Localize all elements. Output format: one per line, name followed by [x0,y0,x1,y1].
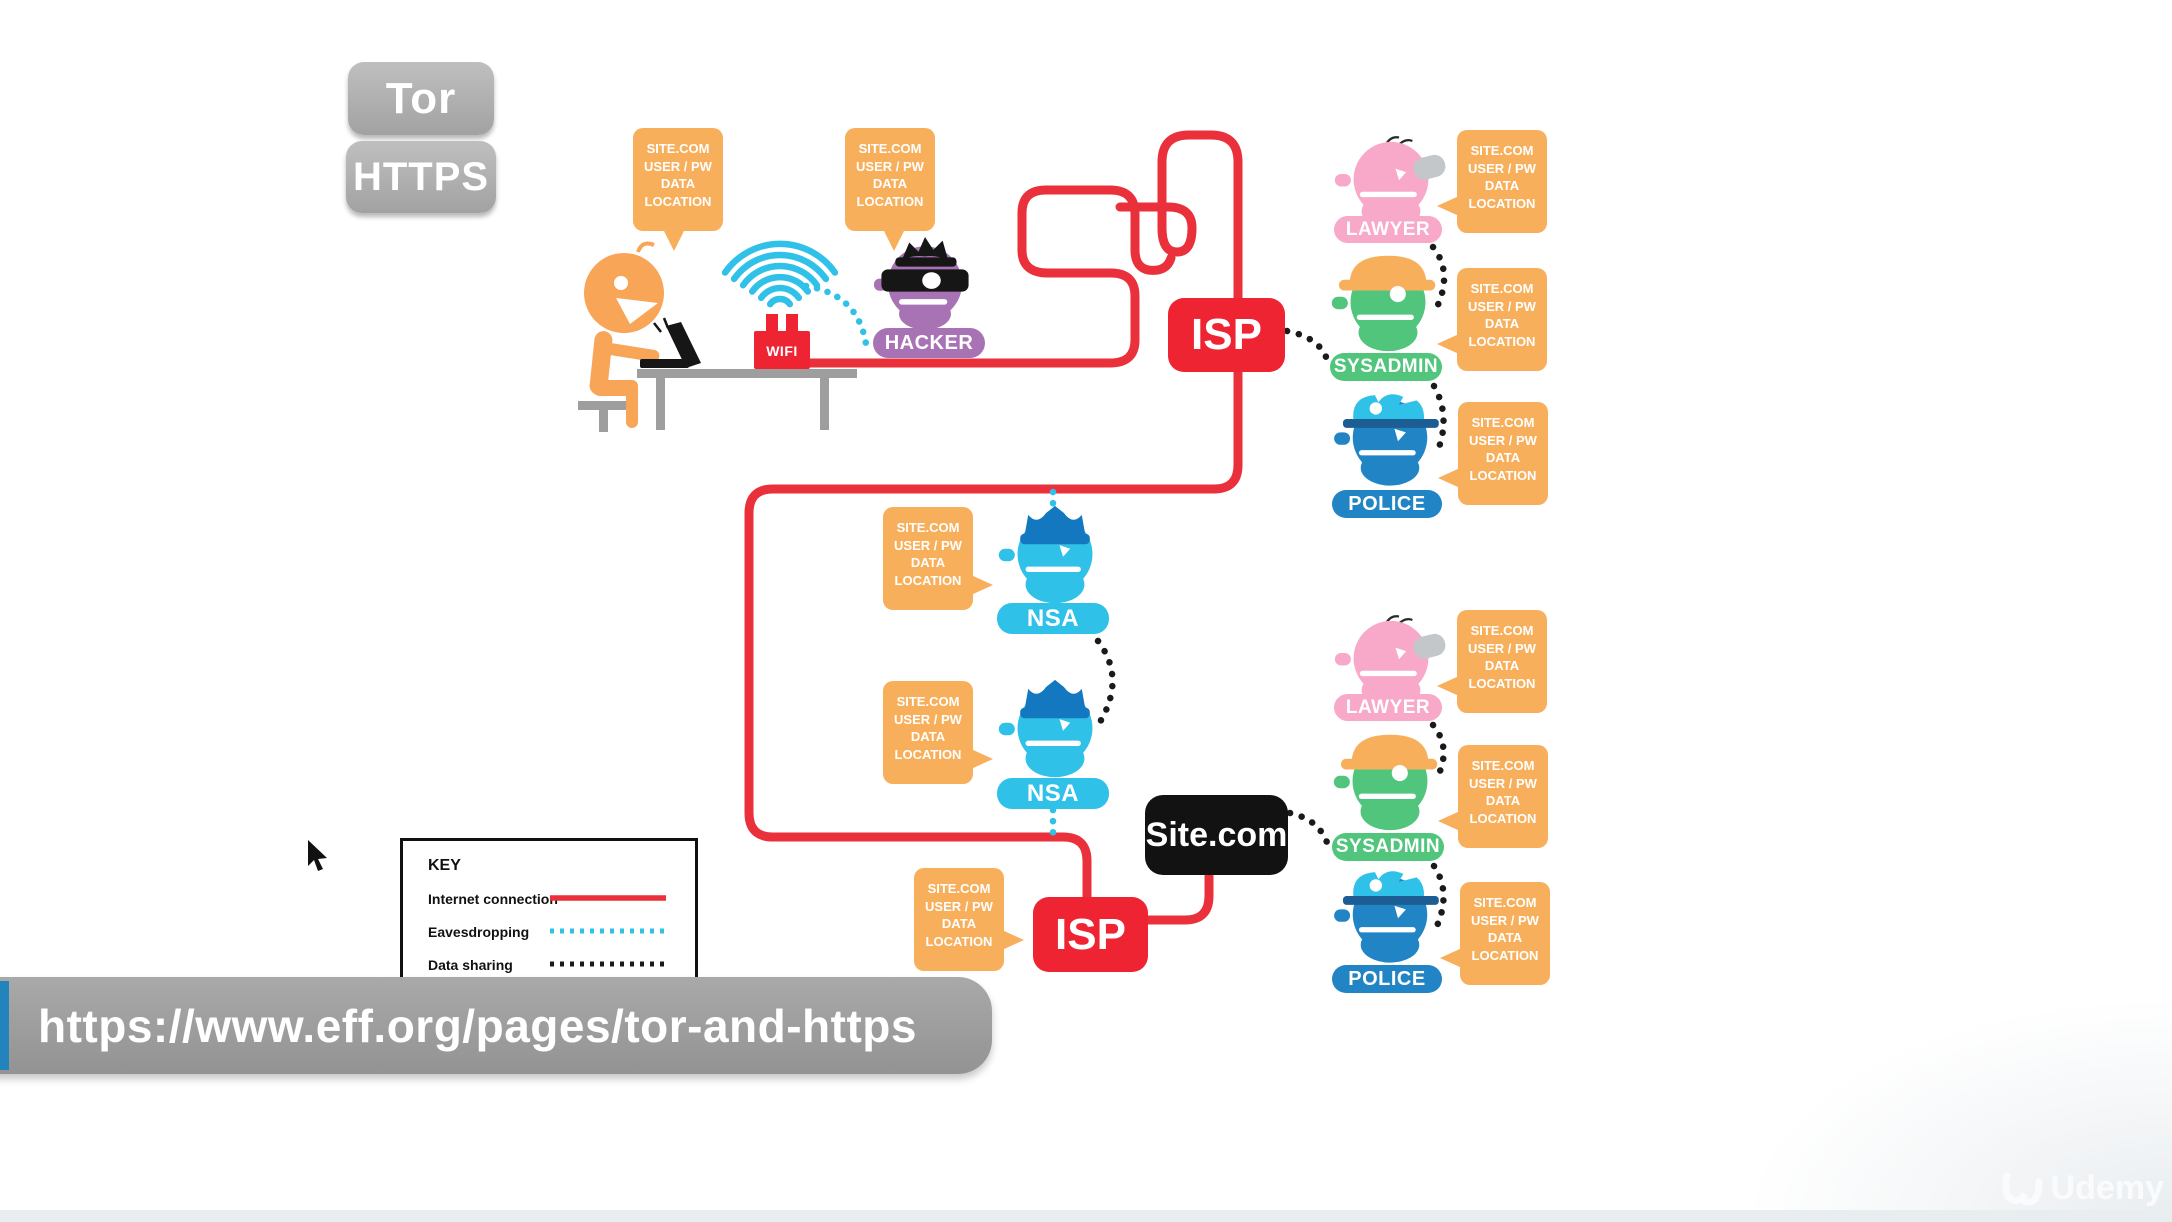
wifi-signal-icon [721,240,839,308]
police-label: POLICE [1332,490,1442,518]
data-sharing-lines [1094,243,1448,932]
hacker-character-icon [874,236,969,330]
udemy-logo-icon [2001,1172,2043,1206]
nsa-label: NSA [997,603,1109,634]
legend-label-internet-connection: Internet connection [428,891,558,907]
lawyer-label: LAWYER [1334,694,1442,721]
url-bar-accent [0,981,9,1070]
internet-connection-line [744,130,1243,925]
legend-swatch-eavesdropping [550,928,666,934]
https-button[interactable]: HTTPS [346,141,496,213]
source-url-text: https://www.eff.org/pages/tor-and-https [38,999,917,1052]
sysadmin-label: SYSADMIN [1330,353,1442,381]
legend-title: KEY [428,857,461,874]
hacker-label: HACKER [873,328,985,358]
watermark-gradient [1752,1002,2172,1222]
source-url-bar [0,977,992,1074]
legend-swatch-internet-connection [550,895,666,901]
wifi-router-icon [754,314,810,369]
legend-key-box: KEY Internet connection Eavesdropping Da… [400,838,698,995]
sysadmin-character-icon [1333,734,1438,831]
udemy-watermark: Udemy [2001,1168,2164,1208]
wifi-router-label: WIFI [766,343,798,359]
nsa-character-icon [998,505,1093,604]
isp-node-top: ISP [1168,298,1285,372]
isp-node-bottom: ISP [1033,897,1148,972]
lawyer-label: LAWYER [1334,216,1442,243]
nsa-label: NSA [997,778,1109,809]
police-label: POLICE [1332,965,1442,993]
bottom-strip [0,1210,2172,1222]
site-com-node: Site.com [1145,795,1288,875]
police-character-icon [1334,871,1439,963]
legend-swatch-data-sharing [550,961,666,967]
sysadmin-label: SYSADMIN [1332,833,1444,861]
legend-label-eavesdropping: Eavesdropping [428,924,530,940]
user-at-laptop-figure [578,241,857,432]
legend-label-data-sharing: Data sharing [428,957,513,973]
police-character-icon [1334,394,1439,486]
nsa-character-icon [998,679,1093,778]
sysadmin-character-icon [1331,255,1436,352]
tor-button[interactable]: Tor [348,62,494,135]
mouse-cursor [308,840,327,871]
